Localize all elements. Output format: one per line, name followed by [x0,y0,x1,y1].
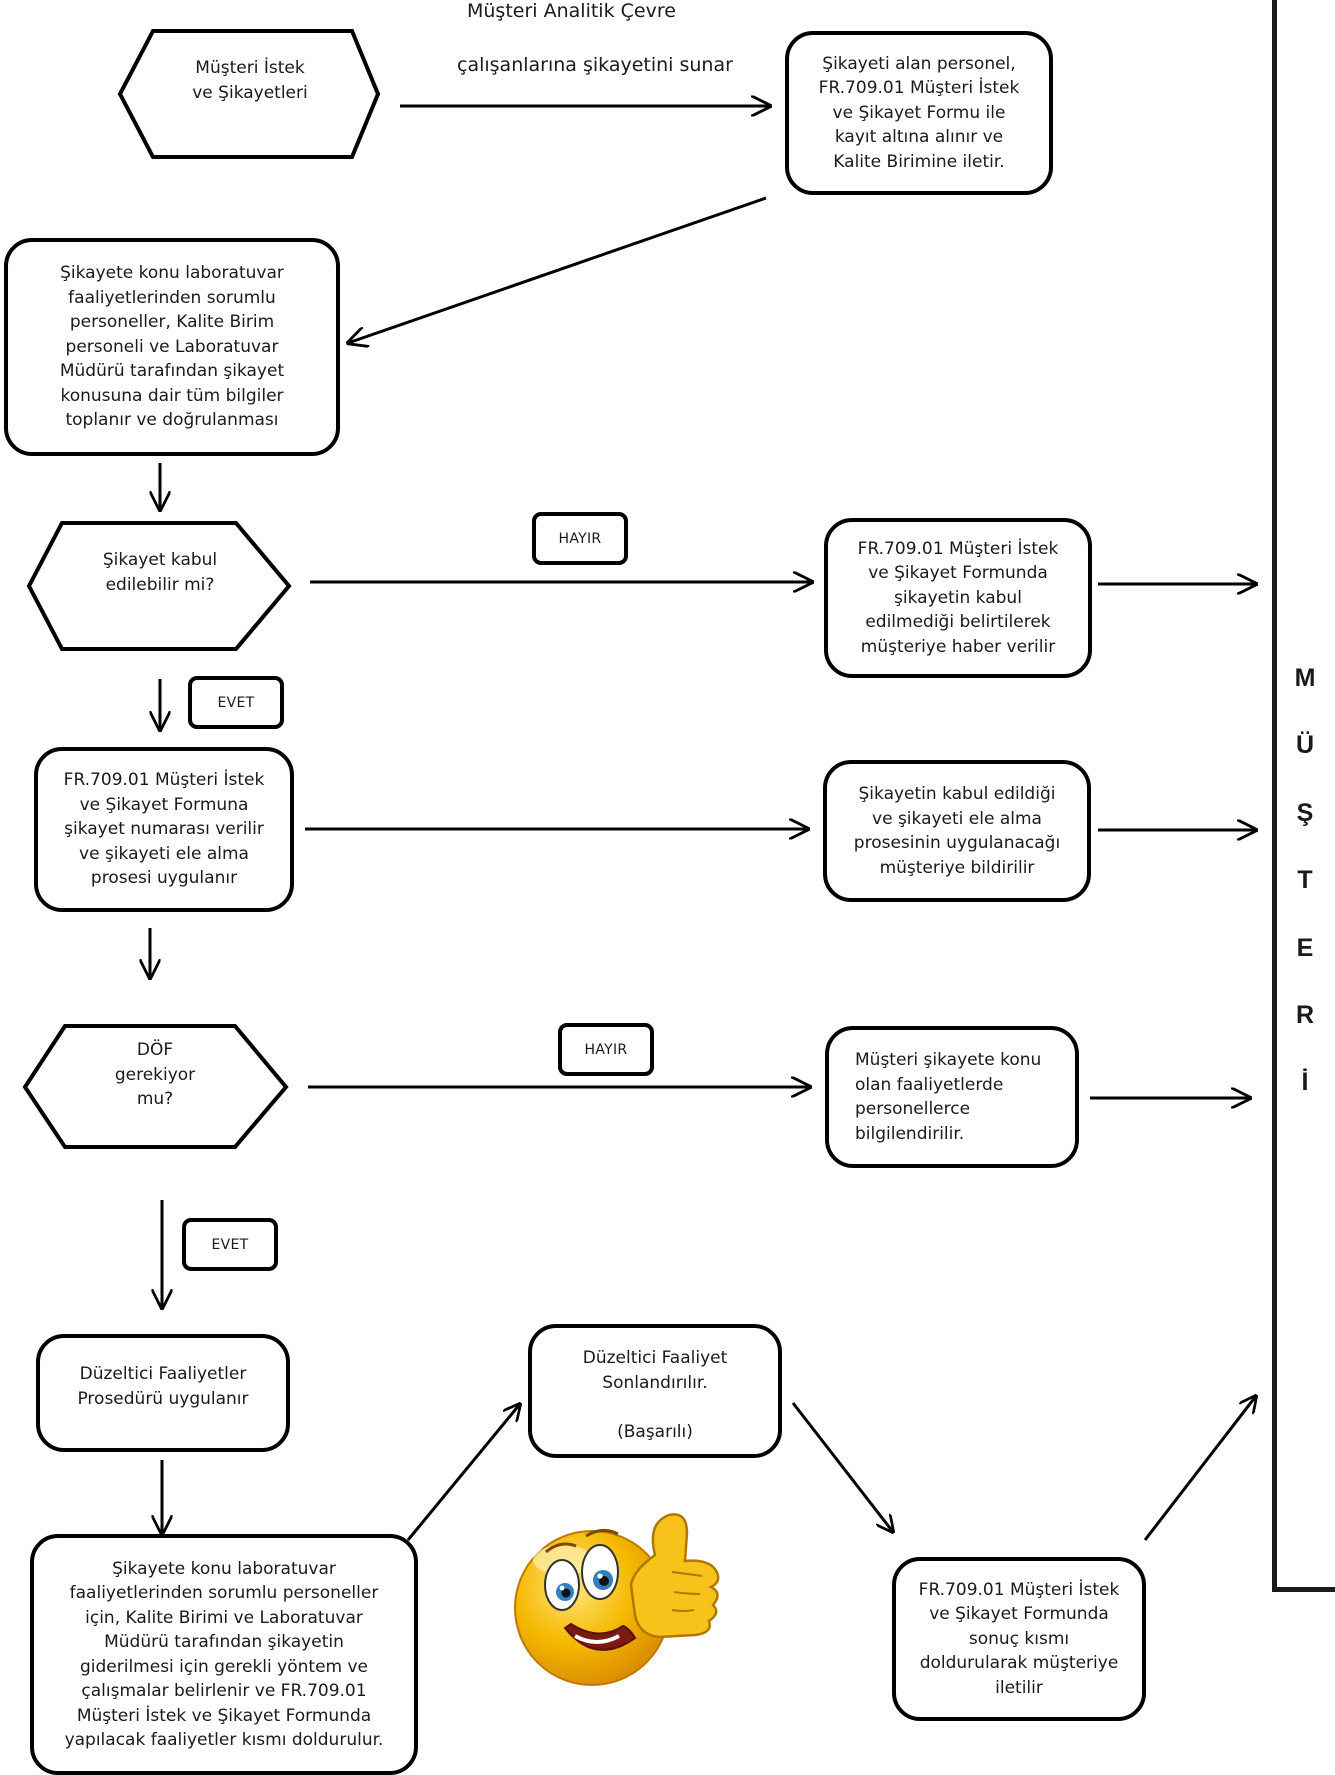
customer-lane-letter: Ü [1295,731,1315,759]
box-record-complaint: Şikayeti alan personel, FR.709.01 Müşter… [785,31,1053,195]
customer-lane-letter: Ş [1296,799,1314,827]
box-customer-informed: Müşteri şikayete konu olan faaliyetlerde… [825,1026,1079,1168]
arrow-result-to-customer [1143,1396,1256,1541]
hexagon-requests-label: Müşteri İstek ve Şikayetleri [192,58,308,103]
tag-no-acceptable: HAYIR [532,512,628,565]
box-corrective-procedure: Düzeltici Faaliyetler Prosedürü uygulanı… [36,1334,290,1452]
tag-yes-dof: EVET [182,1218,278,1271]
box-corrective-closed: Düzeltici Faaliyet Sonlandırılır. (Başar… [528,1324,782,1458]
customer-lane-letter: İ [1301,1068,1309,1096]
customer-lane-letter: E [1296,934,1314,962]
box-accepted-notify: Şikayetin kabul edildiği ve şikayeti ele… [823,760,1091,902]
arrow-methods-to-closed [406,1404,520,1541]
hexagon-dof-label: DÖF gerekiyor mu? [114,1040,196,1109]
box-assign-number: FR.709.01 Müşteri İstek ve Şikayet Formu… [34,747,294,912]
hexagon-requests [117,29,381,159]
customer-lane-letter: R [1295,1001,1315,1029]
customer-presents-complaint-line2: çalışanlarına şikayetini sunar [457,54,733,76]
box-determine-methods: Şikayete konu laboratuvar faaliyetlerind… [30,1534,418,1775]
arrow-record-to-gather [348,196,767,343]
box-not-accepted-notify: FR.709.01 Müşteri İstek ve Şikayet Formu… [824,518,1092,678]
customer-lane-letter: M [1294,664,1316,692]
customer-lane [1272,0,1335,1592]
hexagon-acceptable-label: Şikayet kabul edilebilir mi? [102,550,218,595]
tag-yes-acceptable: EVET [188,676,284,729]
customer-lane-letter: T [1297,866,1313,894]
thumbs-up-smiley-icon [514,1513,720,1686]
hexagon-dof [22,1024,289,1149]
customer-presents-complaint-line1: Müşteri Analitik Çevre [467,0,676,22]
box-result-section: FR.709.01 Müşteri İstek ve Şikayet Formu… [892,1557,1146,1721]
tag-no-dof: HAYIR [558,1023,654,1076]
arrow-closed-to-result [791,1402,893,1532]
hexagon-acceptable [26,521,292,651]
box-gather-information: Şikayete konu laboratuvar faaliyetlerind… [4,238,340,456]
